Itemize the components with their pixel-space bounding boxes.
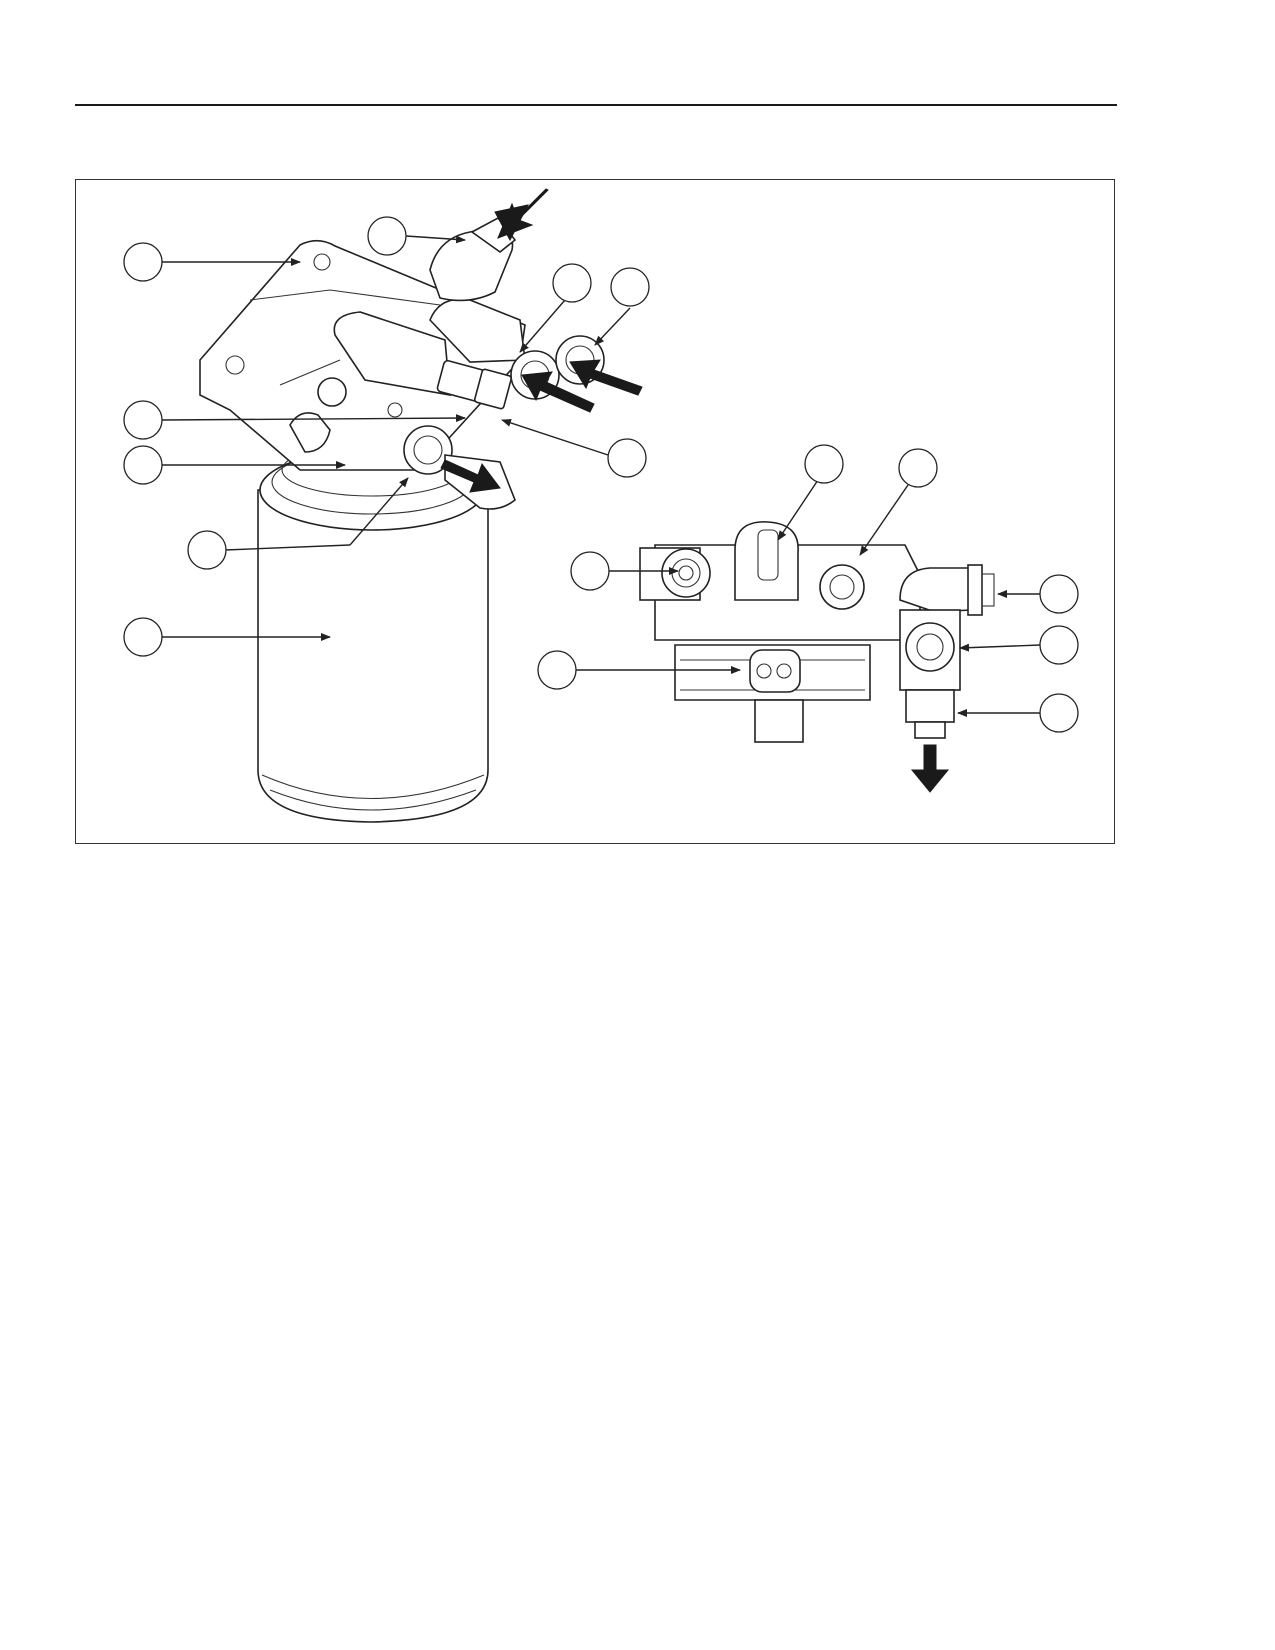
header-rule bbox=[75, 104, 1117, 106]
callout-9 bbox=[123, 617, 163, 657]
callout-3 bbox=[552, 263, 592, 303]
filter-canister bbox=[257, 443, 489, 823]
filter-head-detail bbox=[639, 521, 995, 793]
figure-frame bbox=[75, 179, 1115, 844]
callout-1 bbox=[123, 242, 163, 282]
flow-arrow-inlet-2 bbox=[569, 359, 643, 396]
callout-15 bbox=[537, 650, 577, 690]
callout-12 bbox=[570, 551, 610, 591]
flow-arrow-outlet bbox=[440, 459, 501, 493]
callout-8 bbox=[187, 530, 227, 570]
callout-2 bbox=[367, 216, 407, 256]
callout-4 bbox=[610, 267, 650, 307]
callout-10 bbox=[804, 444, 844, 484]
callout-13 bbox=[1039, 574, 1079, 614]
callout-11 bbox=[898, 448, 938, 488]
leader-lines bbox=[161, 235, 1041, 717]
callout-5 bbox=[123, 400, 163, 440]
callout-14 bbox=[1039, 625, 1079, 665]
flow-arrow-inlet-1 bbox=[521, 371, 595, 413]
flow-arrow-drain bbox=[910, 744, 950, 793]
flow-arrows-left bbox=[440, 188, 643, 493]
callout-16 bbox=[1039, 693, 1079, 733]
callout-6 bbox=[123, 445, 163, 485]
callout-7 bbox=[607, 438, 647, 478]
flow-arrow-inlet-top bbox=[494, 188, 549, 242]
callouts bbox=[123, 216, 1079, 733]
